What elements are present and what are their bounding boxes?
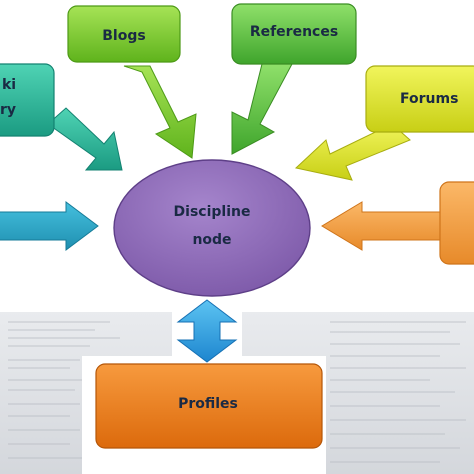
wiki-node: ki ry bbox=[0, 63, 123, 171]
discipline-ellipse bbox=[113, 159, 311, 297]
references-box bbox=[231, 3, 357, 65]
references-label: References bbox=[250, 24, 338, 40]
wiki-label-line2: ry bbox=[0, 102, 16, 118]
right-partial-node bbox=[321, 181, 474, 265]
profiles-label: Profiles bbox=[178, 396, 238, 412]
wiki-label-line1: ki bbox=[2, 77, 16, 93]
blogs-arrow bbox=[123, 65, 197, 159]
wiki-arrow bbox=[47, 107, 123, 171]
right-partial-box bbox=[439, 181, 474, 265]
discipline-node: Discipline node bbox=[113, 159, 311, 297]
left-partial-node bbox=[0, 201, 99, 251]
right-arrow bbox=[321, 201, 447, 251]
forums-arrow bbox=[294, 123, 411, 181]
discipline-label-line1: Discipline bbox=[174, 204, 251, 220]
discipline-label-line2: node bbox=[192, 232, 231, 248]
forums-box bbox=[365, 65, 474, 133]
wiki-box bbox=[0, 63, 55, 137]
references-arrow bbox=[231, 63, 293, 155]
left-arrow bbox=[0, 201, 99, 251]
forums-label: Forums bbox=[400, 91, 458, 107]
blogs-node: Blogs bbox=[67, 5, 197, 159]
profiles-node: Profiles bbox=[95, 363, 323, 449]
forums-node: Forums bbox=[294, 65, 474, 181]
profiles-box bbox=[95, 363, 323, 449]
blogs-box bbox=[67, 5, 181, 63]
double-arrow bbox=[176, 299, 238, 363]
references-node: References bbox=[231, 3, 357, 155]
blogs-label: Blogs bbox=[102, 28, 145, 44]
